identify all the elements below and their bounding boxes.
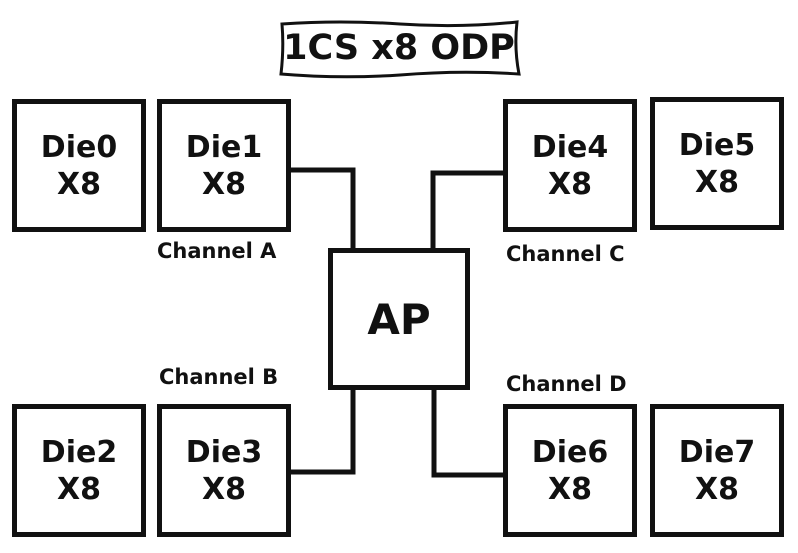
die-name: Die7: [678, 434, 756, 470]
title-frame: [279, 20, 521, 79]
channel-d-label: Channel D: [506, 372, 627, 396]
die-width: X8: [201, 166, 246, 202]
die-name: Die3: [185, 434, 263, 470]
connector-channel-b: [290, 388, 356, 475]
die-name: Die2: [40, 434, 118, 470]
die-7: Die7 X8: [650, 404, 784, 537]
ap-box: AP: [328, 248, 470, 390]
die-width: X8: [56, 166, 101, 202]
die-1: Die1 X8: [157, 99, 291, 232]
channel-c-label: Channel C: [506, 242, 625, 266]
die-name: Die0: [40, 129, 118, 165]
ap-label: AP: [367, 294, 431, 344]
die-width: X8: [694, 164, 739, 200]
die-name: Die4: [531, 129, 609, 165]
die-width: X8: [201, 471, 246, 507]
die-0: Die0 X8: [12, 99, 146, 232]
die-width: X8: [547, 471, 592, 507]
die-width: X8: [547, 166, 592, 202]
die-width: X8: [694, 471, 739, 507]
connector-channel-c: [430, 170, 505, 250]
die-name: Die6: [531, 434, 609, 470]
die-2: Die2 X8: [12, 404, 146, 537]
die-name: Die5: [678, 127, 756, 163]
title-text: 1CS x8 ODP: [283, 28, 515, 68]
die-5: Die5 X8: [650, 97, 784, 230]
die-3: Die3 X8: [157, 404, 291, 537]
die-4: Die4 X8: [503, 99, 637, 232]
die-6: Die6 X8: [503, 404, 637, 537]
channel-a-label: Channel A: [157, 239, 277, 263]
diagram-title: 1CS x8 ODP: [280, 22, 518, 74]
die-name: Die1: [185, 129, 263, 165]
connector-channel-a: [290, 167, 356, 250]
channel-b-label: Channel B: [159, 365, 279, 389]
die-width: X8: [56, 471, 101, 507]
connector-channel-d: [431, 388, 505, 478]
